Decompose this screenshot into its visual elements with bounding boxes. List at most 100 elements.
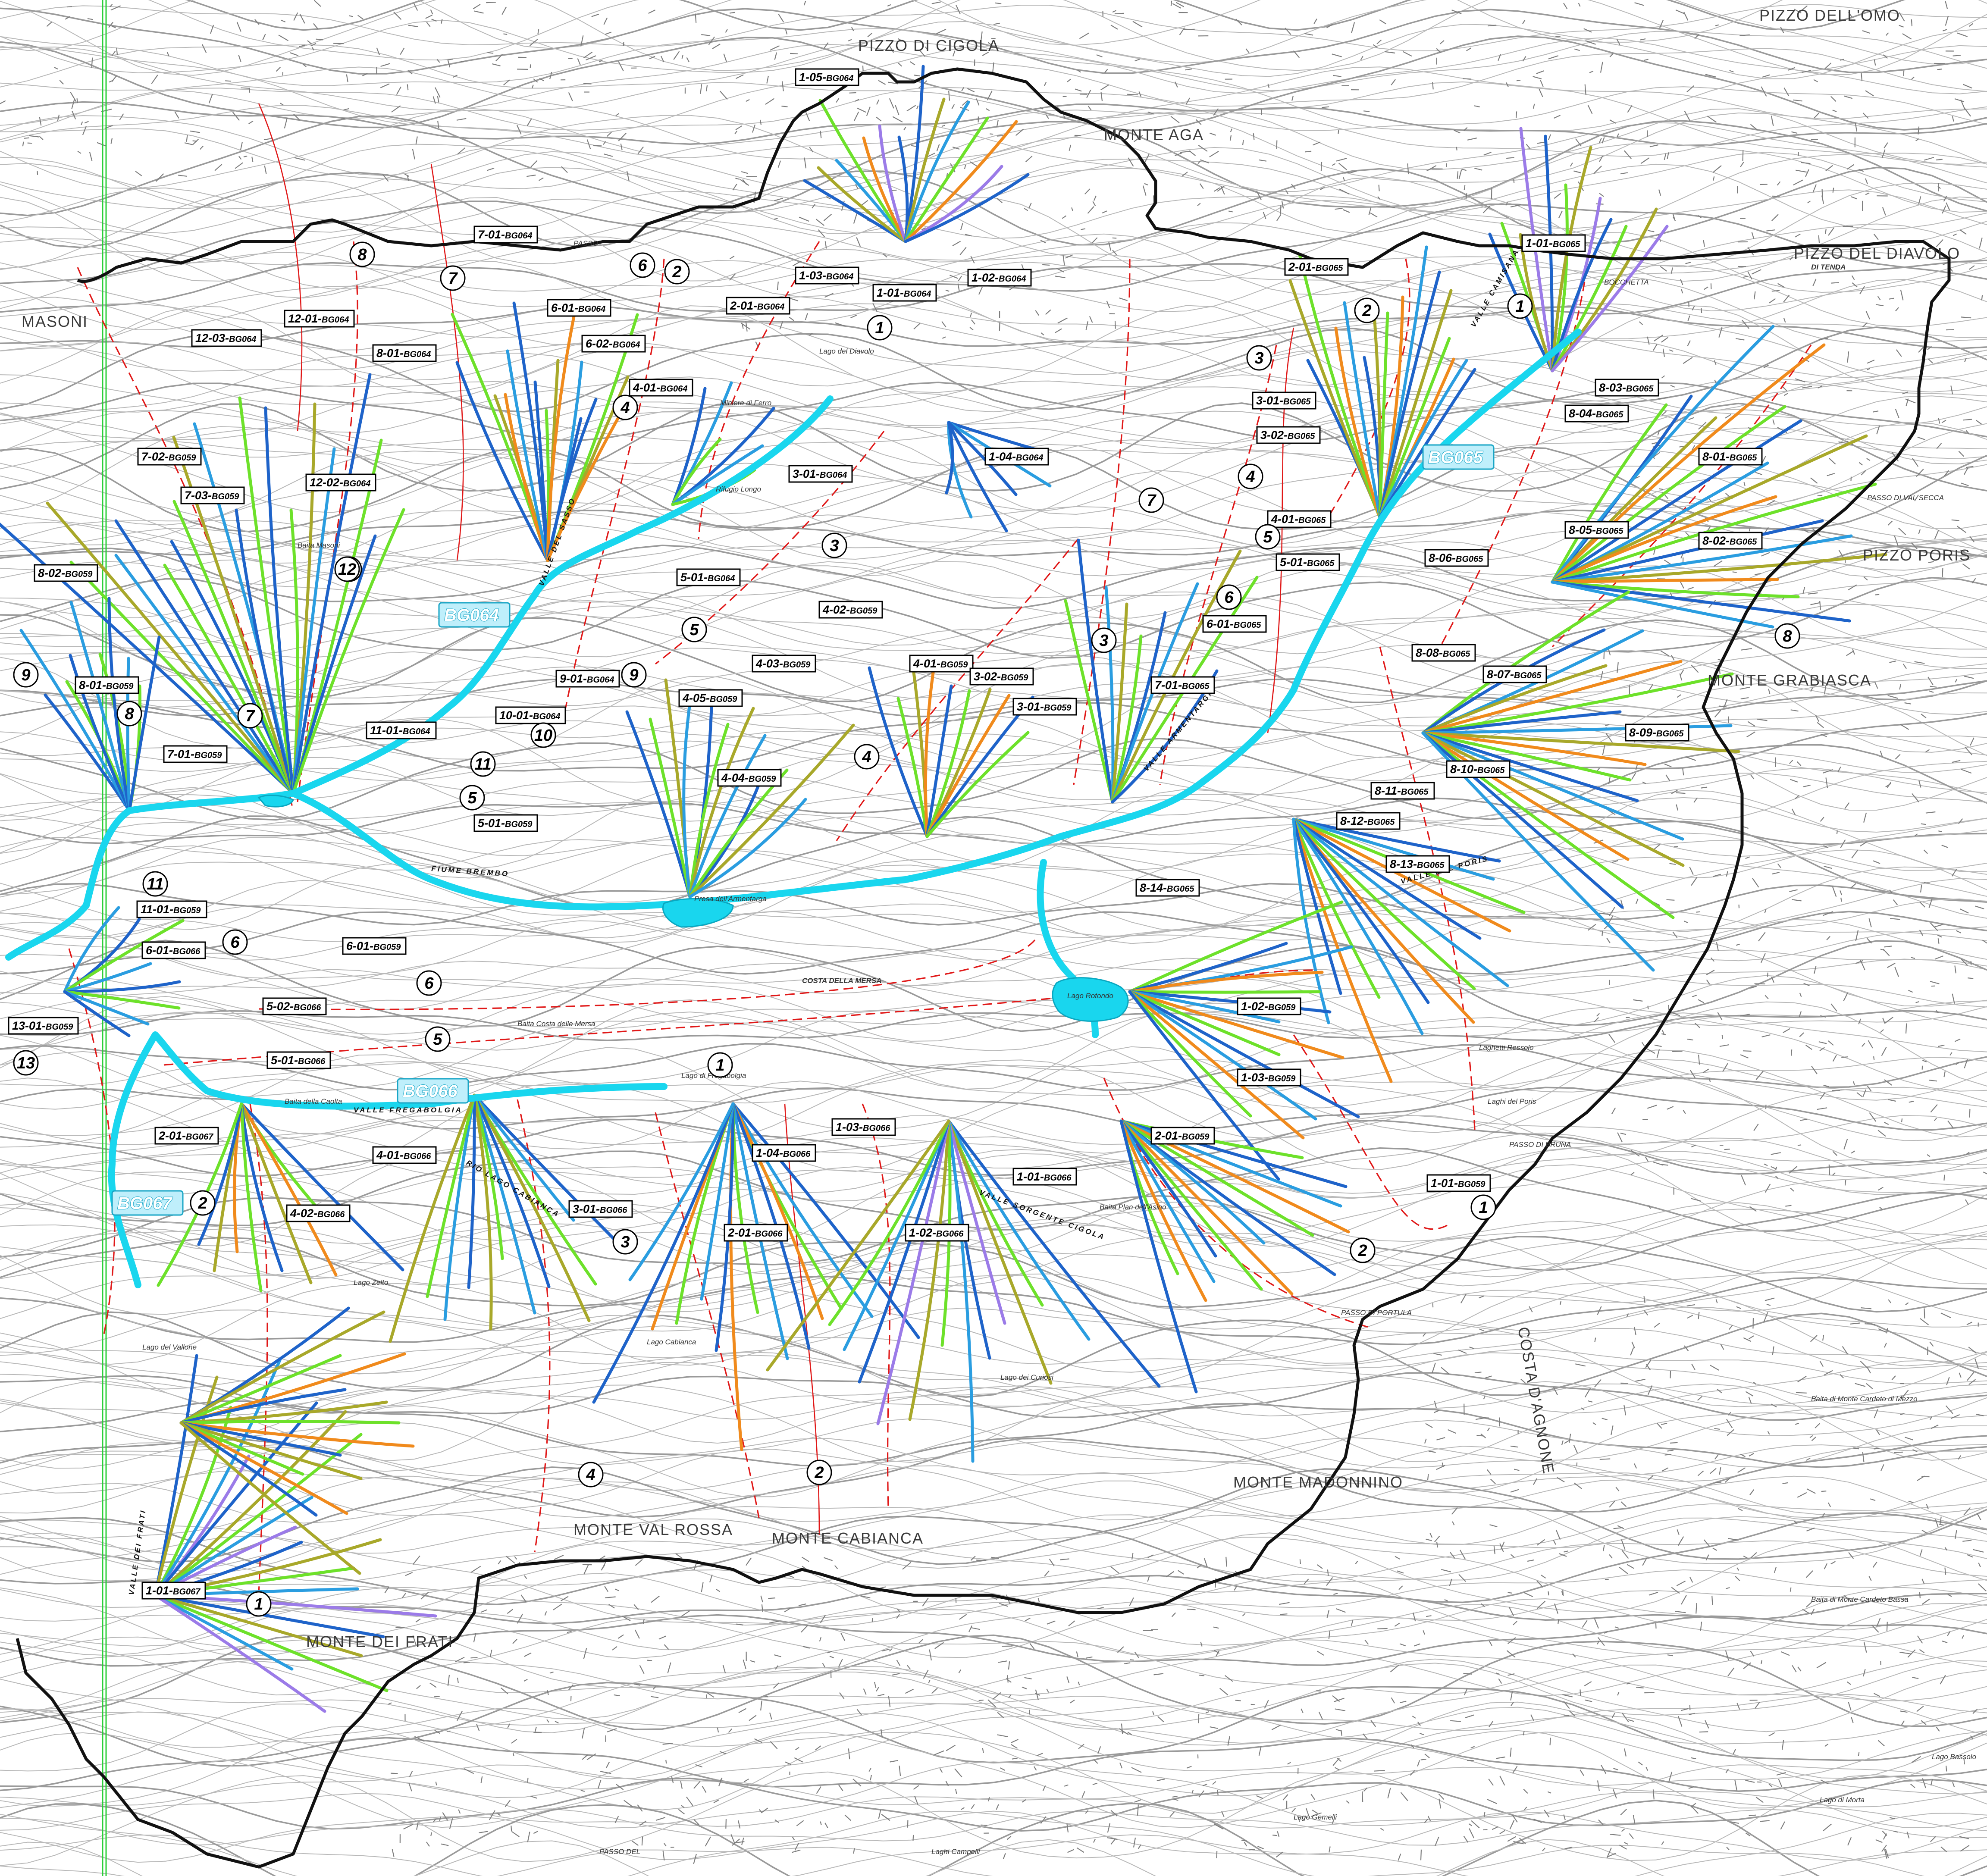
- rock-hatch: [1875, 1839, 1883, 1843]
- rock-hatch: [774, 52, 777, 60]
- rock-hatch: [605, 1596, 616, 1598]
- rock-hatch: [1749, 1335, 1754, 1340]
- rock-hatch: [1210, 1726, 1218, 1729]
- rock-hatch: [1034, 1766, 1037, 1771]
- stream-segment: [688, 798, 807, 899]
- stream-segment: [1104, 586, 1115, 804]
- rock-hatch: [1714, 1428, 1720, 1430]
- rock-hatch: [1645, 1156, 1649, 1162]
- rock-hatch: [46, 22, 52, 27]
- river-bremb0-upper: [290, 329, 1582, 911]
- svg-text:6-02-BG064: 6-02-BG064: [586, 337, 640, 350]
- svg-text:11: 11: [474, 755, 491, 774]
- rock-hatch: [1627, 105, 1633, 113]
- rock-hatch: [1820, 1092, 1826, 1100]
- rock-hatch: [1693, 797, 1698, 803]
- rock-hatch: [829, 1656, 834, 1659]
- rock-hatch: [702, 1785, 707, 1793]
- rock-hatch: [1496, 1756, 1505, 1759]
- rock-hatch: [1614, 1626, 1619, 1629]
- rock-hatch: [741, 171, 748, 174]
- stream-segment: [1551, 495, 1777, 584]
- contour-line: [0, 958, 1987, 995]
- rock-hatch: [1743, 1555, 1748, 1559]
- rock-hatch: [693, 1781, 701, 1789]
- rock-hatch: [667, 1662, 671, 1673]
- rock-hatch: [1917, 436, 1925, 440]
- rock-hatch: [598, 1555, 606, 1561]
- svg-text:3: 3: [1254, 349, 1263, 367]
- rock-hatch: [1734, 1779, 1737, 1791]
- rock-hatch: [1940, 1675, 1946, 1685]
- rock-hatch: [1761, 86, 1767, 97]
- contour-line: [0, 737, 1987, 821]
- rock-hatch: [1107, 1823, 1111, 1833]
- rock-hatch: [1921, 1720, 1927, 1725]
- rock-hatch: [1884, 142, 1888, 149]
- rock-hatch: [1119, 1728, 1129, 1735]
- stream-code-label: 8-10-BG065: [1446, 760, 1511, 778]
- rock-hatch: [1362, 1733, 1368, 1740]
- rock-hatch: [660, 56, 664, 63]
- stream-segment: [1111, 602, 1128, 804]
- rock-hatch: [1397, 1570, 1404, 1574]
- rock-hatch: [1596, 1013, 1600, 1017]
- rock-hatch: [958, 276, 962, 282]
- stream-code-label: 3-01-BG066: [568, 1200, 633, 1218]
- rock-hatch: [1958, 451, 1964, 457]
- rock-hatch: [1574, 1482, 1582, 1489]
- contour-line: [0, 342, 1987, 413]
- rock-hatch: [1643, 1296, 1645, 1303]
- svg-text:8-09-BG065: 8-09-BG065: [1629, 726, 1684, 739]
- rock-hatch: [1975, 420, 1982, 425]
- rock-hatch: [1178, 1570, 1184, 1575]
- rock-hatch: [1906, 1832, 1910, 1838]
- rock-hatch: [678, 1809, 685, 1815]
- subbasin-number: 5: [1255, 524, 1281, 550]
- rock-hatch: [22, 141, 24, 147]
- rock-hatch: [1147, 1576, 1150, 1582]
- rock-hatch: [1554, 193, 1561, 199]
- rock-hatch: [1506, 82, 1509, 87]
- svg-text:9: 9: [629, 666, 638, 684]
- rock-hatch: [1373, 44, 1378, 48]
- rock-hatch: [1805, 1602, 1812, 1608]
- rock-hatch: [1800, 1118, 1808, 1121]
- rock-hatch: [857, 107, 866, 113]
- rock-hatch: [1861, 73, 1863, 81]
- rock-hatch: [1745, 856, 1750, 859]
- contour-line: [0, 577, 1987, 659]
- stream-segment: [1551, 405, 1786, 584]
- stream-segment: [240, 1102, 263, 1292]
- rock-hatch: [1794, 9, 1802, 14]
- rock-hatch: [396, 86, 401, 95]
- contour-line: [0, 645, 1987, 705]
- rock-hatch: [931, 1, 941, 4]
- peak-label: MONTE MADONNINO: [1233, 1473, 1403, 1491]
- rock-hatch: [1305, 1808, 1310, 1816]
- svg-text:1-04-BG066: 1-04-BG066: [756, 1146, 811, 1159]
- rock-hatch: [1852, 649, 1855, 655]
- stream-segment: [1292, 817, 1430, 1004]
- rock-hatch: [713, 1799, 719, 1804]
- rock-hatch: [1905, 1302, 1909, 1306]
- contour-line: [0, 1351, 1987, 1407]
- rock-hatch: [1740, 162, 1744, 167]
- rock-hatch: [1660, 650, 1670, 657]
- rock-hatch: [1474, 168, 1482, 171]
- rock-hatch: [1764, 1184, 1771, 1193]
- stream-segment: [671, 387, 707, 506]
- rock-hatch: [716, 1588, 721, 1592]
- rock-hatch: [1483, 1829, 1488, 1831]
- stream-segment: [506, 349, 549, 562]
- rock-hatch: [1954, 965, 1956, 974]
- stream-segment: [1292, 817, 1495, 881]
- rock-hatch: [66, 6, 72, 8]
- rock-hatch: [1646, 1048, 1655, 1054]
- rock-hatch: [1127, 94, 1138, 96]
- subbasin-number: 3: [1246, 345, 1272, 371]
- rock-hatch: [1349, 170, 1357, 174]
- rock-hatch: [805, 111, 810, 121]
- rock-hatch: [495, 54, 503, 62]
- rock-hatch: [1736, 943, 1740, 946]
